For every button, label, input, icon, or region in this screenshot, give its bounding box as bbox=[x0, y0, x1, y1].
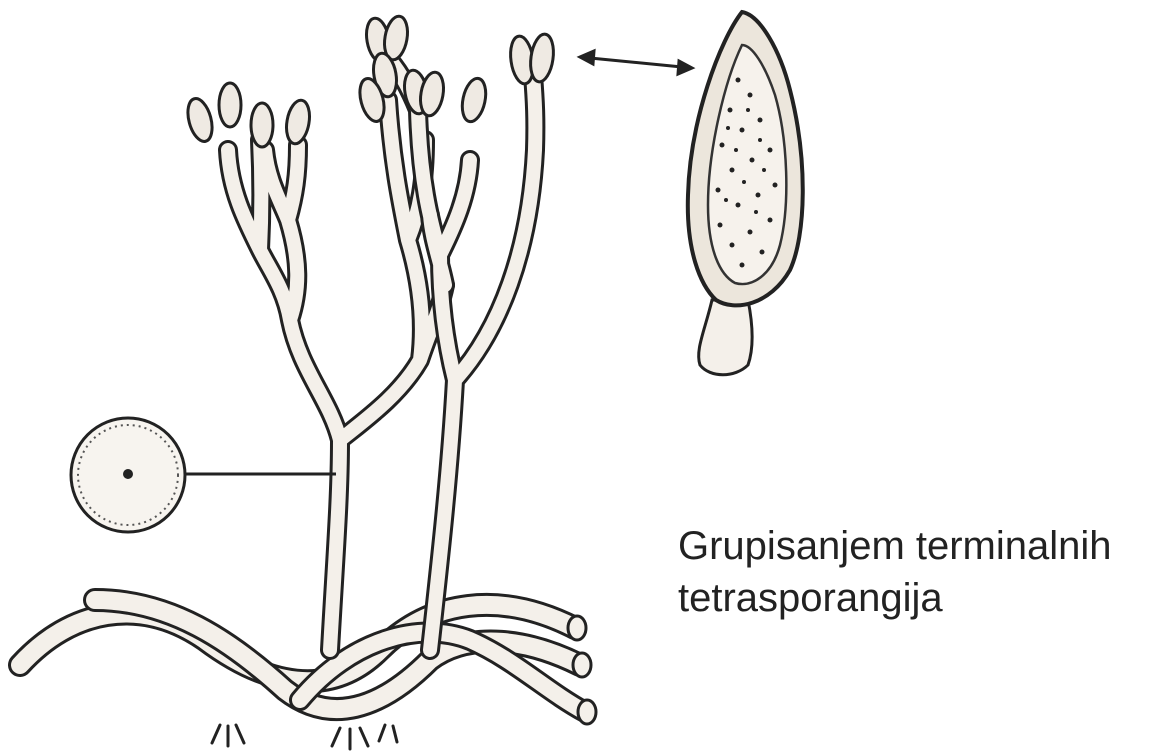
terminal-sporangia bbox=[184, 14, 557, 147]
caption-line-1: Grupisanjem terminalnih bbox=[678, 520, 1168, 572]
sporangium bbox=[184, 96, 217, 144]
caption-line-2: tetrasporangija bbox=[678, 572, 1168, 624]
caption: Grupisanjem terminalnih tetrasporangija bbox=[678, 520, 1168, 624]
central-strand-dot bbox=[123, 469, 133, 479]
cross-section bbox=[71, 418, 336, 532]
rhizome-group bbox=[20, 600, 596, 749]
double-headed-arrow bbox=[580, 51, 692, 74]
enlarged-sporangium bbox=[688, 12, 803, 375]
upright-axes bbox=[228, 55, 535, 650]
